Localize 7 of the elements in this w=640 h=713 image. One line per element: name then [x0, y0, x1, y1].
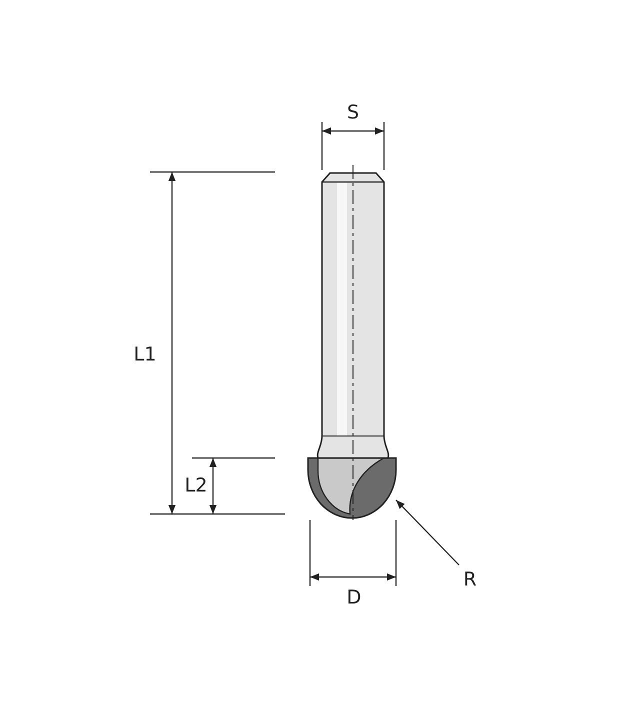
leader-line [396, 500, 460, 566]
callout-label: R [463, 570, 477, 590]
dimension-label: S [346, 104, 360, 122]
dimension-label: L2 [184, 476, 208, 496]
router-bit-drawing [307, 164, 397, 520]
dimension-label: L1 [134, 346, 156, 364]
dimension-label: D [346, 588, 362, 608]
